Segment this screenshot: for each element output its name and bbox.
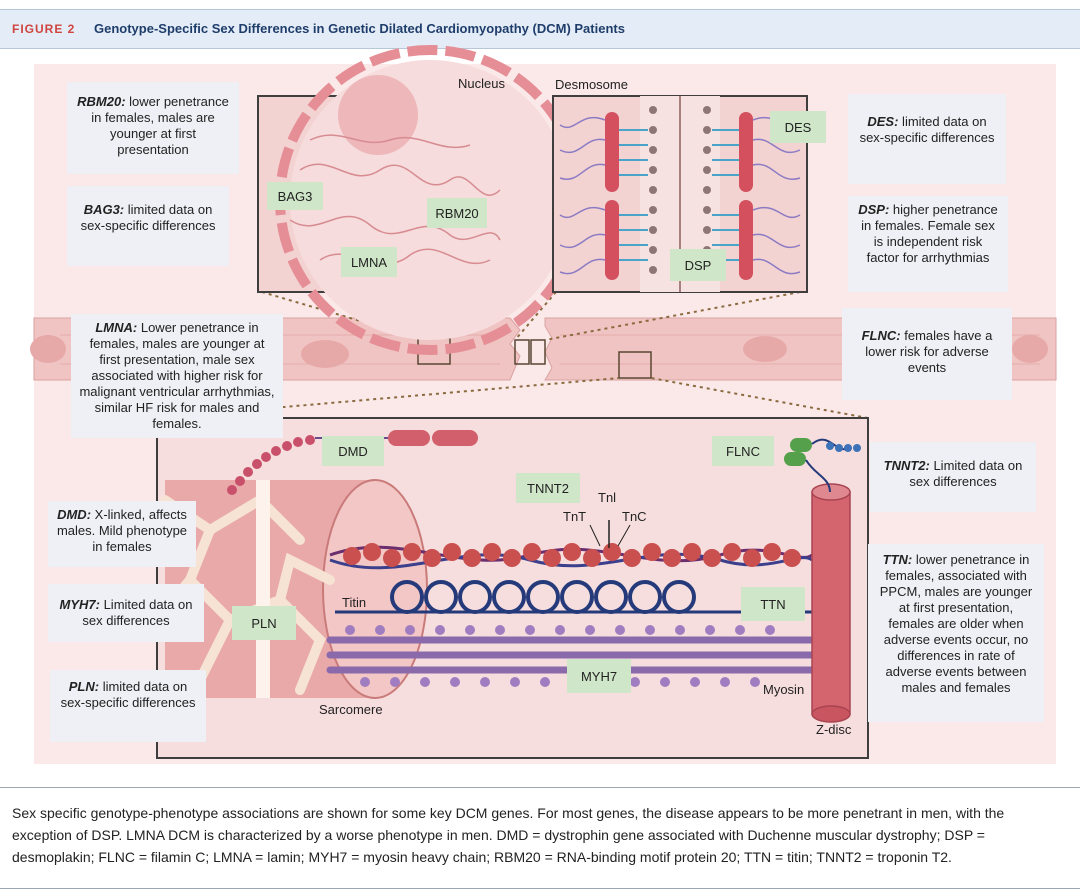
sarcomere-box	[156, 417, 869, 759]
note-bag3-text: limited data on sex-specific differences	[80, 202, 216, 233]
caption-text: Sex specific genotype-phenotype associat…	[12, 805, 1005, 865]
tnt-label: TnT	[563, 509, 587, 524]
note-dmd-text: X-linked, affects males. Mild phenotype …	[56, 507, 188, 554]
tag-tnnt2: TNNT2	[516, 473, 580, 503]
note-pln-gene: PLN:	[68, 679, 100, 694]
tag-myh7: MYH7	[567, 659, 631, 693]
tag-flnc: FLNC	[712, 436, 774, 466]
sarcomere-label: Sarcomere	[319, 702, 383, 717]
desmosome-label: Desmosome	[555, 77, 628, 92]
top-border	[0, 0, 1080, 6]
tnc-label: TnC	[622, 509, 647, 524]
note-tnnt2-gene: TNNT2:	[883, 458, 930, 473]
note-flnc-gene: FLNC:	[861, 328, 901, 343]
myosin-label: Myosin	[763, 682, 805, 697]
note-lmna-text: Lower penetrance in females, males are y…	[79, 320, 275, 431]
note-myh7: MYH7: Limited data on sex differences	[48, 584, 204, 642]
note-rbm20: RBM20: lower penetrance in females, male…	[67, 82, 239, 174]
note-des-text: limited data on sex-specific differences	[859, 114, 995, 145]
tag-dsp: DSP	[670, 249, 726, 281]
tag-lmna: LMNA	[341, 247, 397, 277]
note-tnnt2: TNNT2: Limited data on sex differences	[870, 442, 1036, 512]
note-rbm20-text: lower penetrance in females, males are y…	[91, 94, 229, 157]
note-bag3-gene: BAG3:	[83, 202, 125, 217]
note-rbm20-gene: RBM20:	[77, 94, 126, 109]
note-des: DES: limited data on sex-specific differ…	[848, 94, 1006, 184]
note-myh7-gene: MYH7:	[59, 597, 100, 612]
figure-title: Genotype-Specific Sex Differences in Gen…	[94, 21, 625, 36]
tag-pln: PLN	[232, 606, 296, 640]
z-disc-label: Z-disc	[816, 722, 852, 737]
nucleus-label: Nucleus	[458, 76, 505, 91]
tni-label: Tnl	[598, 490, 617, 505]
tag-bag3: BAG3	[267, 182, 323, 210]
note-bag3: BAG3: limited data on sex-specific diffe…	[67, 186, 229, 266]
note-dsp-gene: DSP:	[858, 202, 890, 217]
note-tnnt2-text: Limited data on sex differences	[909, 458, 1023, 489]
figure-label: FIGURE 2	[12, 22, 76, 36]
note-des-gene: DES:	[867, 114, 899, 129]
note-ttn-text: lower penetrance in females, associated …	[879, 552, 1033, 695]
note-ttn-gene: TTN:	[882, 552, 913, 567]
note-ttn: TTN: lower penetrance in females, associ…	[868, 544, 1044, 722]
tag-dmd: DMD	[322, 436, 384, 466]
note-flnc-text: females have a lower risk for adverse ev…	[865, 328, 993, 375]
note-myh7-text: Limited data on sex differences	[82, 597, 193, 628]
note-dmd: DMD: X-linked, affects males. Mild pheno…	[48, 501, 196, 567]
note-pln-text: limited data on sex-specific differences	[60, 679, 196, 710]
titin-label: Titin	[342, 595, 367, 610]
note-dmd-gene: DMD:	[57, 507, 92, 522]
tag-des: DES	[770, 111, 826, 143]
note-dsp: DSP: higher penetrance in females. Femal…	[848, 196, 1008, 292]
note-pln: PLN: limited data on sex-specific differ…	[50, 670, 206, 742]
note-lmna: LMNA: Lower penetrance in females, males…	[71, 314, 283, 438]
figure-header: FIGURE 2 Genotype-Specific Sex Differenc…	[0, 9, 1080, 49]
figure-caption: Sex specific genotype-phenotype associat…	[0, 787, 1080, 889]
note-lmna-gene: LMNA:	[95, 320, 138, 335]
note-dsp-text: higher penetrance in females. Female sex…	[861, 202, 998, 265]
note-flnc: FLNC: females have a lower risk for adve…	[842, 308, 1012, 400]
tag-rbm20: RBM20	[427, 198, 487, 228]
tag-ttn: TTN	[741, 587, 805, 621]
